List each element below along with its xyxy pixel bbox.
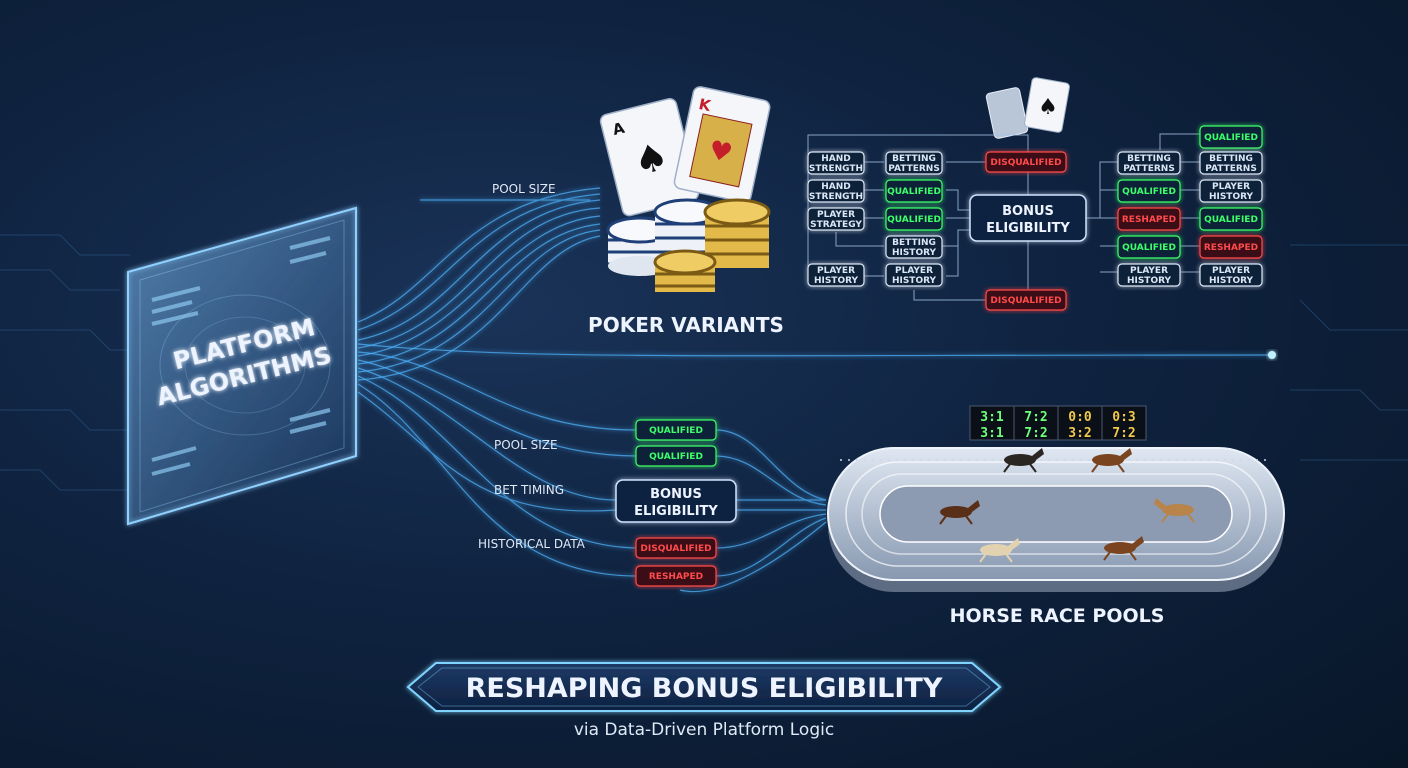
status-chip-label: RESHAPED (649, 572, 703, 582)
status-chip-label: STRATEGY (810, 220, 862, 230)
status-chip-label: DISQUALIFIED (990, 296, 1061, 306)
status-chip[interactable]: QUALIFIED (1200, 208, 1262, 230)
status-chip-label: PLAYER (817, 266, 855, 276)
status-chip-label: BETTING (1127, 154, 1171, 164)
status-chip-label: QUALIFIED (1122, 187, 1176, 197)
status-chip[interactable]: QUALIFIED (636, 446, 716, 466)
status-chip[interactable]: QUALIFIED (1118, 180, 1180, 202)
status-chip[interactable]: RESHAPED (636, 566, 716, 586)
banner-subtitle: via Data-Driven Platform Logic (574, 720, 834, 740)
king-of-hearts-card: K ♥ (673, 86, 771, 204)
status-chip-label: PLAYER (1212, 266, 1250, 276)
odds-value: 7:2 (1112, 426, 1135, 441)
status-chip-label: BETTING (892, 154, 936, 164)
svg-text:♠: ♠ (1038, 95, 1058, 120)
status-chip-label: QUALIFIED (887, 215, 941, 225)
status-chip[interactable]: DISQUALIFIED (986, 290, 1066, 310)
horse-title: HORSE RACE POOLS (950, 605, 1165, 627)
status-chip-label: DISQUALIFIED (640, 544, 711, 554)
status-chip-label: QUALIFIED (887, 187, 941, 197)
label-historical-data: HISTORICAL DATA (478, 537, 586, 551)
status-chip-label: PLAYER (1212, 182, 1250, 192)
status-chip[interactable]: QUALIFIED (636, 420, 716, 440)
odds-value: 0:3 (1112, 410, 1135, 425)
odds-value: 3:1 (980, 410, 1004, 425)
status-chip-label: BETTING (892, 238, 936, 248)
status-chip[interactable]: QUALIFIED (1118, 236, 1180, 258)
small-cards-icon: ♠ (986, 77, 1070, 139)
status-chip-label: RESHAPED (1204, 243, 1258, 253)
poker-illustration: A ♠ K ♥ (588, 86, 784, 337)
odds-value: 3:1 (980, 426, 1004, 441)
status-chip-label: STRENGTH (809, 192, 863, 202)
label-bet-timing: BET TIMING (494, 483, 564, 497)
status-chip-label: QUALIFIED (649, 426, 703, 436)
status-chip[interactable]: DISQUALIFIED (636, 538, 716, 558)
status-chip-label: DISQUALIFIED (990, 158, 1061, 168)
status-chip-label: PATTERNS (1205, 164, 1257, 174)
status-chip[interactable]: QUALIFIED (1200, 126, 1262, 148)
status-chip[interactable]: QUALIFIED (886, 208, 942, 230)
status-chip-label: BETTING (1209, 154, 1253, 164)
top-node-line2: ELIGIBILITY (986, 221, 1070, 236)
lower-bonus-eligibility-node[interactable]: BONUS ELIGIBILITY (616, 480, 736, 522)
label-poker-pool-size: POOL SIZE (492, 182, 556, 196)
status-chip-label: HAND (821, 182, 851, 192)
status-chip-label: RESHAPED (1122, 215, 1176, 225)
status-chip[interactable]: RESHAPED (1200, 236, 1262, 258)
status-chip-label: HAND (821, 154, 851, 164)
upper-fan (358, 188, 600, 380)
status-chip-label: QUALIFIED (1204, 215, 1258, 225)
top-bonus-eligibility-node[interactable]: BONUS ELIGIBILITY (970, 195, 1086, 241)
odds-board: 3:1 7:2 0:0 0:3 3:1 7:2 3:2 7:2 (970, 406, 1146, 441)
status-chip-label: HISTORY (892, 276, 937, 286)
status-chip-label: HISTORY (814, 276, 859, 286)
status-chip-label: HISTORY (1127, 276, 1172, 286)
label-pool-size: POOL SIZE (494, 438, 558, 452)
status-chip-label: HISTORY (1209, 192, 1254, 202)
top-node-line1: BONUS (1002, 204, 1054, 219)
lower-node-line2: ELIGIBILITY (634, 504, 718, 519)
odds-value: 7:2 (1024, 410, 1047, 425)
top-right-chips: QUALIFIEDBETTINGPATTERNSBETTINGPATTERNSQ… (1118, 126, 1262, 286)
platform-panel: PLATFORM ALGORITHMS (128, 208, 356, 524)
odds-value: 3:2 (1068, 426, 1091, 441)
status-chip-label: QUALIFIED (1204, 133, 1258, 143)
status-chip-label: PLAYER (895, 266, 933, 276)
lower-node-line1: BONUS (650, 487, 702, 502)
status-chip-label: PLAYER (817, 210, 855, 220)
status-chip-label: HISTORY (1209, 276, 1254, 286)
status-chip[interactable]: DISQUALIFIED (986, 152, 1066, 172)
status-chip-label: PLAYER (1130, 266, 1168, 276)
odds-value: 7:2 (1024, 426, 1047, 441)
status-chip[interactable]: RESHAPED (1118, 208, 1180, 230)
banner-title: RESHAPING BONUS ELIGIBILITY (466, 673, 943, 704)
status-chip-label: HISTORY (892, 248, 937, 258)
status-chip-label: QUALIFIED (649, 452, 703, 462)
status-chip-label: PATTERNS (1123, 164, 1175, 174)
fan-endpoint (1268, 351, 1276, 359)
odds-value: 0:0 (1068, 410, 1092, 425)
status-chip-label: STRENGTH (809, 164, 863, 174)
poker-title: POKER VARIANTS (588, 313, 784, 337)
status-chip[interactable]: QUALIFIED (886, 180, 942, 202)
bottom-banner: RESHAPING BONUS ELIGIBILITY via Data-Dri… (140, 663, 1270, 740)
status-chip-label: PATTERNS (888, 164, 940, 174)
race-track: HORSE RACE POOLS (828, 448, 1284, 627)
status-chip-label: QUALIFIED (1122, 243, 1176, 253)
